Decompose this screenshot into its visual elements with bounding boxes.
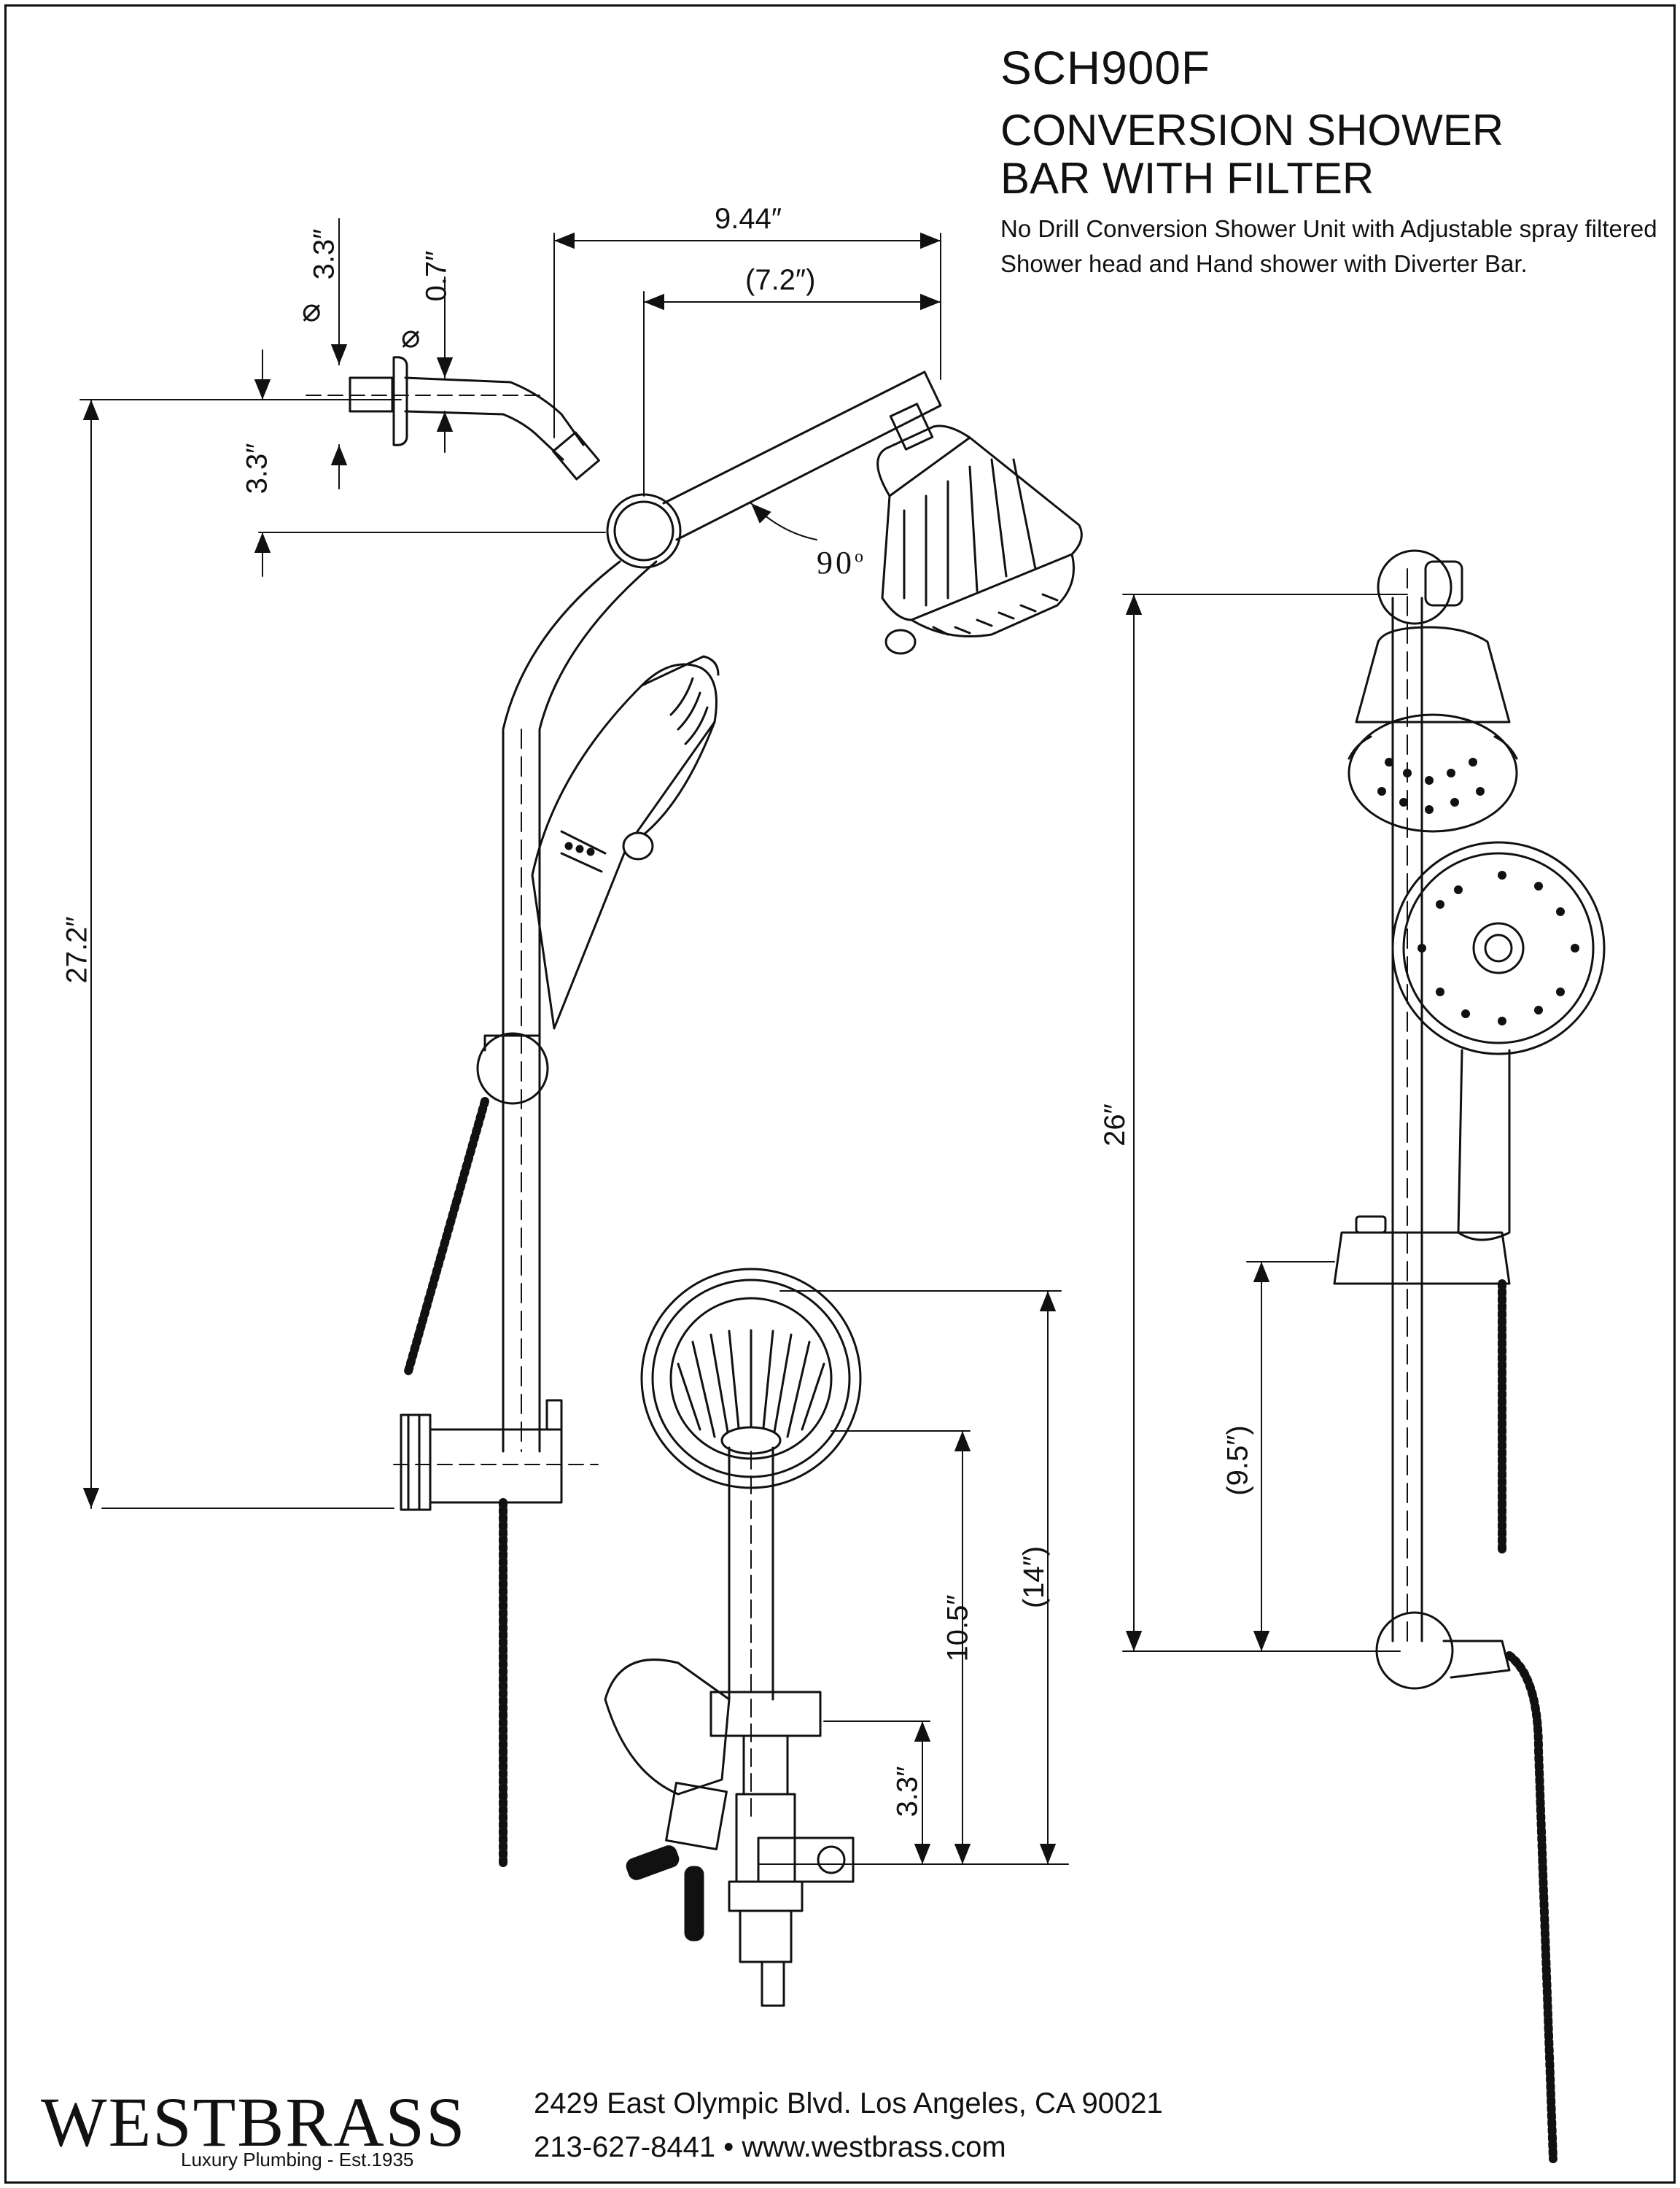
hub-joint [606, 493, 682, 569]
dim-side-total-height: (14″) [1018, 1545, 1051, 1609]
dim-slider-height: (9.5″) [1221, 1425, 1254, 1496]
dim-side-arm-height: 10.5″ [941, 1594, 974, 1662]
dim-overall-height: 27.2″ [61, 916, 93, 984]
product-description: No Drill Conversion Shower Unit with Adj… [1000, 215, 1657, 277]
dim-bar-length: 26″ [1098, 1103, 1131, 1147]
dim-arm-height: 3.3″ [241, 443, 273, 494]
right-view [1122, 549, 1606, 2163]
dim-arm-reach-inner: (7.2″) [745, 264, 816, 296]
dim-arm-reach: 9.44″ [715, 203, 782, 235]
dim-flange-diameter: 3.3″ [308, 228, 341, 280]
front-view [79, 218, 1083, 1871]
hand-shower-handle [1457, 1049, 1511, 1241]
page-border [4, 4, 1676, 2184]
upper-bar [662, 371, 926, 505]
model-number: SCH900F [1000, 42, 1210, 94]
brand-tagline: Luxury Plumbing - Est.1935 [181, 2149, 414, 2170]
slide-bar [502, 560, 621, 1453]
hand-shower-hose [404, 1097, 489, 1376]
product-name-line2: BAR WITH FILTER [1000, 154, 1374, 203]
side-arm [728, 1446, 774, 1701]
diameter-symbol-pipe: ⌀ [401, 319, 421, 354]
dim-side-diverter-height: 3.3″ [891, 1766, 924, 1817]
flange-plate [392, 356, 408, 446]
fixed-shower-head [876, 403, 1083, 655]
company-contact: 213-627-8441 • www.westbrass.com [534, 2131, 1006, 2163]
right-bar-slider [1333, 1231, 1511, 1285]
product-name-line1: CONVERSION SHOWER [1000, 106, 1504, 155]
brand-logo: WESTBRASS [41, 2083, 467, 2161]
side-view [604, 1268, 1069, 2007]
top-wall-bracket [1377, 549, 1452, 625]
right-shower-head [1355, 626, 1511, 723]
hand-shower [531, 655, 720, 1030]
side-diverter [709, 1691, 822, 1737]
dim-arm-angle: 90o [817, 545, 866, 581]
company-address: 2429 East Olympic Blvd. Los Angeles, CA … [534, 2087, 1163, 2119]
diverter-bottom [393, 1399, 599, 1511]
arm-connector [552, 431, 600, 481]
diameter-symbol-flange: ⌀ [302, 292, 322, 328]
dim-pipe-diameter: 0.7″ [420, 250, 453, 302]
right-slide-bar [1391, 597, 1423, 1642]
bar-slider [476, 1032, 549, 1105]
